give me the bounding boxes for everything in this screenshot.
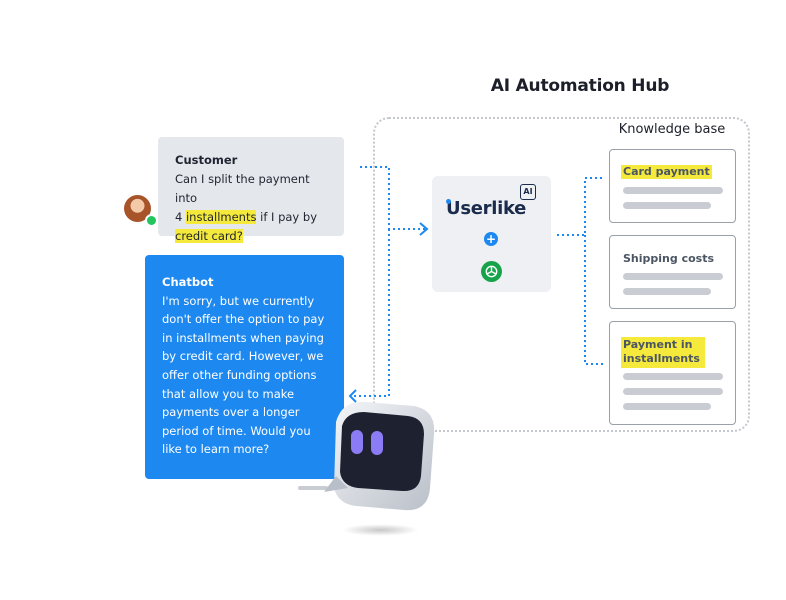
chatbot-message-bubble: Chatbot I'm sorry, but we currently don'…	[145, 255, 344, 479]
highlight-credit-card: credit card?	[175, 229, 243, 243]
openai-icon	[481, 261, 502, 282]
chatbot-message-line: by credit card. However, we	[162, 349, 324, 364]
knowledge-card-label: Card payment	[621, 165, 712, 179]
customer-message-bubble: Customer Can I split the payment into 4 …	[158, 137, 344, 243]
text-placeholder-line	[623, 288, 711, 295]
arrow-to-chatbot-icon	[348, 389, 357, 403]
knowledge-card-shipping-costs: Shipping costs	[609, 235, 736, 309]
text-placeholder-line	[623, 187, 723, 194]
chatbot-message-line: that allow you to make	[162, 386, 295, 401]
hub-to-chatbot-connector	[354, 229, 390, 397]
knowledge-card-label-line: Payment in	[623, 338, 693, 351]
text-placeholder-line	[623, 202, 711, 209]
automation-hub-frame	[373, 117, 750, 432]
robot-left-eye	[351, 430, 363, 454]
highlight-installments: installments	[185, 210, 257, 224]
knowledge-base-title: Knowledge base	[618, 122, 726, 137]
hub-title: AI Automation Hub	[490, 76, 670, 96]
online-status-icon	[145, 214, 158, 227]
knowledge-card-payment-installments: Payment in installments	[609, 321, 736, 425]
ai-chip-icon: AI	[520, 184, 536, 200]
arrow-to-hub-icon	[419, 222, 429, 236]
text-placeholder-line	[623, 273, 723, 280]
knowledge-card-label: Payment in installments	[621, 337, 705, 368]
customer-to-hub-connector	[360, 166, 425, 230]
customer-message-line: Can I split the payment into	[175, 172, 310, 205]
text-placeholder-line	[623, 403, 711, 410]
chatbot-message-line: I'm sorry, but we currently	[162, 293, 315, 308]
chatbot-message-line: offer other funding options	[162, 367, 317, 382]
plus-icon: +	[484, 232, 498, 246]
knowledge-card-card-payment: Card payment	[609, 149, 736, 223]
robot-tail	[324, 476, 348, 492]
chatbot-message-line: like to learn more?	[162, 442, 270, 457]
text-placeholder-line	[623, 373, 723, 380]
knowledge-branch-bottom	[584, 235, 605, 365]
robot-right-eye	[371, 431, 383, 455]
chatbot-message-line: payments over a longer	[162, 405, 300, 420]
chatbot-message-line: in installments when paying	[162, 330, 324, 345]
chatbot-message-line: don't offer the option to pay	[162, 312, 325, 327]
customer-message-line: 4	[175, 210, 186, 224]
userlike-logo: Userlike	[446, 198, 527, 219]
customer-name: Customer	[175, 153, 238, 167]
robot-shadow	[342, 524, 419, 536]
robot-stand	[298, 486, 328, 490]
robot-mascot-icon	[298, 401, 435, 511]
knowledge-card-label: Shipping costs	[623, 252, 715, 265]
knowledge-card-label-line: installments	[623, 352, 700, 365]
chatbot-message-line: period of time. Would you	[162, 423, 311, 438]
hub-to-knowledge-connector	[557, 177, 605, 236]
chatbot-name: Chatbot	[162, 275, 214, 289]
userlike-logo-dot-icon	[446, 199, 451, 204]
customer-message-line: if I pay by	[256, 210, 317, 224]
text-placeholder-line	[623, 388, 723, 395]
